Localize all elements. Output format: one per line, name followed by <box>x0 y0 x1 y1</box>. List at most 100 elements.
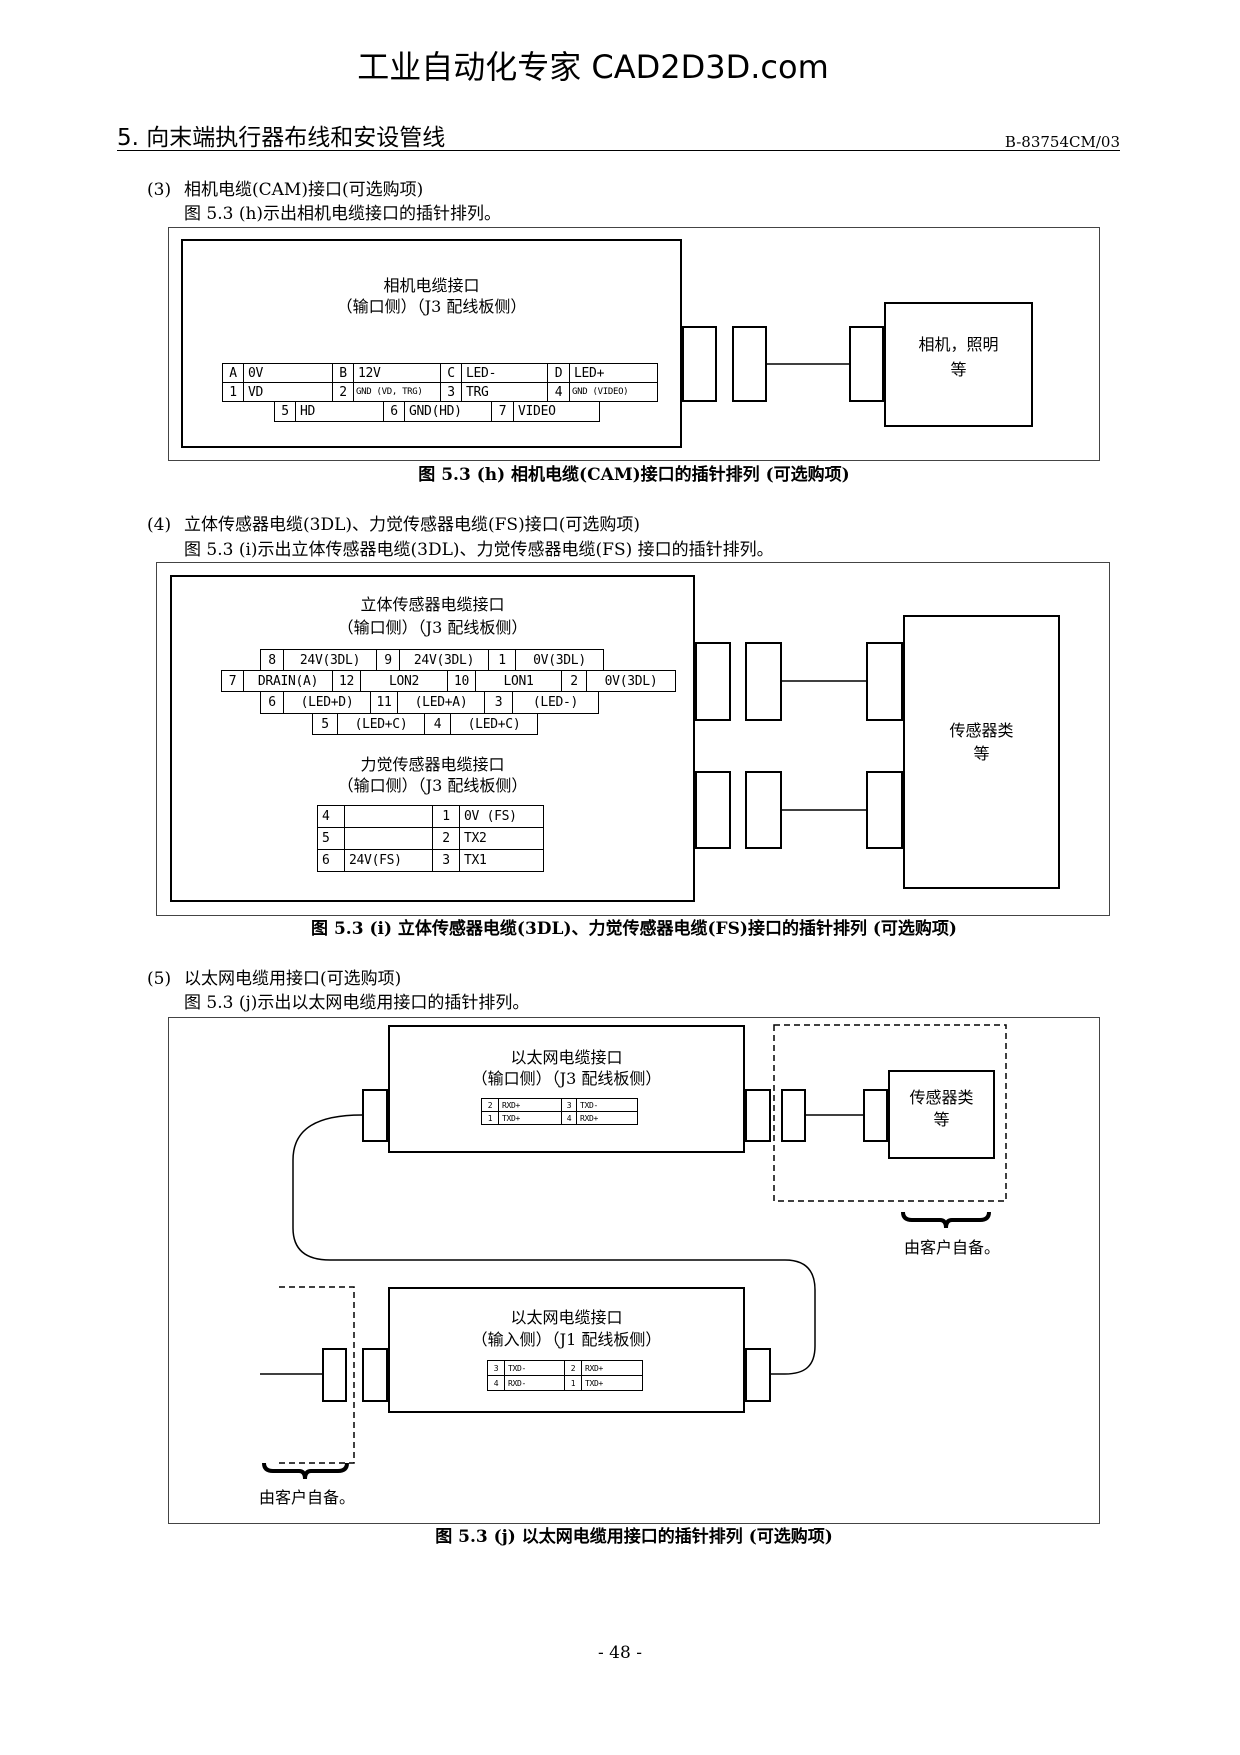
camera-device-box <box>884 302 1033 427</box>
pin-number: 1 <box>488 649 516 671</box>
pin-number: C <box>440 363 462 383</box>
device-label: 传感器类 <box>949 721 1014 740</box>
pin-number: 3 <box>484 691 513 714</box>
connector-plug <box>781 1089 806 1142</box>
pin-signal: VD <box>243 382 333 402</box>
pin-signal: 24V(3DL) <box>399 649 489 671</box>
pin-number: 2 <box>432 827 460 850</box>
pin-signal: 12V <box>353 363 441 383</box>
pin-number: 6 <box>260 691 284 714</box>
connector-plug <box>732 326 767 402</box>
pin-number: 12 <box>332 670 361 692</box>
pin-signal <box>344 805 433 828</box>
pin-row: 3 TXD- 2 RXD+ <box>487 1360 643 1376</box>
pin-signal: (LED+C) <box>337 713 425 735</box>
figure-caption: 图 5.3 (j) 以太网电缆用接口的插针排列 (可选购项) <box>435 1527 833 1547</box>
pin-number: 2 <box>332 382 354 402</box>
pin-number: 11 <box>370 691 398 714</box>
device-label: 传感器类 <box>909 1088 974 1107</box>
pin-number: 5 <box>274 401 296 422</box>
pin-number: 3 <box>432 849 460 872</box>
pin-number: 3 <box>487 1360 505 1376</box>
customer-supplied-region-right <box>773 1024 1007 1202</box>
pin-number: 6 <box>383 401 405 422</box>
customer-supplied-note: 由客户自备。 <box>903 1238 1000 1257</box>
force-connector-side: （输口侧）（J3 配线板侧） <box>337 776 528 795</box>
pin-number: 3 <box>440 382 462 402</box>
connector-plug <box>866 771 903 849</box>
document-code: B-83754CM/03 <box>1004 133 1120 151</box>
device-label-etc: 等 <box>973 744 990 763</box>
pin-signal <box>344 827 433 850</box>
item-heading: 立体传感器电缆(3DL)、力觉传感器电缆(FS)接口(可选购项) <box>184 515 640 535</box>
connector-plug <box>695 642 731 721</box>
pin-number: 10 <box>447 670 476 692</box>
pin-row: 4 RXD- 1 TXD+ <box>487 1375 643 1391</box>
item-number: (3) <box>147 180 172 200</box>
pin-row: 2 RXD+ 3 TXD- <box>481 1098 638 1112</box>
figure-frame <box>168 1017 1100 1524</box>
connector-plug <box>695 771 731 849</box>
pin-signal: 0V (FS) <box>459 805 544 828</box>
figure-caption: 图 5.3 (i) 立体传感器电缆(3DL)、力觉传感器电缆(FS)接口的插针排… <box>311 919 957 939</box>
device-label-etc: 等 <box>933 1110 950 1129</box>
page-number: - 48 - <box>598 1643 642 1663</box>
pin-signal: LED+ <box>569 363 658 383</box>
pin-number: 6 <box>317 849 345 872</box>
pin-signal: TXD+ <box>498 1111 562 1125</box>
pin-signal: HD <box>295 401 384 422</box>
item-intro: 图 5.3 (i)示出立体传感器电缆(3DL)、力觉传感器电缆(FS) 接口的插… <box>184 540 774 560</box>
brace-left <box>262 1462 349 1480</box>
pin-row: A 0V B 12V C LED- D LED+ <box>222 363 658 383</box>
pin-row: 1 TXD+ 4 RXD+ <box>481 1111 638 1125</box>
connector-side: （输口侧）（J3 配线板侧） <box>471 1069 662 1088</box>
connector-plug <box>863 1089 888 1142</box>
connector-title: 相机电缆接口 <box>383 276 480 295</box>
pin-signal: VIDEO <box>513 401 600 422</box>
stereo-connector-side: （输口侧）（J3 配线板侧） <box>337 618 528 637</box>
pin-number: 4 <box>487 1375 505 1391</box>
pin-signal: DRAIN(A) <box>243 670 333 692</box>
item-heading: 以太网电缆用接口(可选购项) <box>184 969 402 989</box>
pin-signal: TX2 <box>459 827 544 850</box>
connector-plug <box>849 326 884 402</box>
item-intro: 图 5.3 (j)示出以太网电缆用接口的插针排列。 <box>184 993 530 1013</box>
pin-signal: 0V(3DL) <box>586 670 676 692</box>
pin-number: 9 <box>376 649 400 671</box>
pin-number: 1 <box>564 1375 582 1391</box>
pin-number: 4 <box>317 805 345 828</box>
connector-title: 以太网电缆接口 <box>510 1048 623 1067</box>
pin-signal: (LED+D) <box>283 691 371 714</box>
pin-signal: RXD+ <box>498 1098 562 1112</box>
customer-supplied-note: 由客户自备。 <box>258 1488 355 1507</box>
connector-plug <box>682 326 717 402</box>
item-number: (4) <box>147 515 172 535</box>
device-label-etc: 等 <box>950 360 967 379</box>
pin-signal: GND(HD) <box>404 401 492 422</box>
pin-signal: TXD- <box>576 1098 638 1112</box>
connector-plug <box>745 1089 771 1142</box>
pin-number: B <box>332 363 354 383</box>
pin-number: 1 <box>481 1111 499 1125</box>
pin-signal: 0V <box>243 363 333 383</box>
pin-signal: TRG <box>461 382 548 402</box>
pin-signal: 0V(3DL) <box>515 649 604 671</box>
pin-signal: TXD+ <box>581 1375 643 1391</box>
ethernet-loop-cable <box>292 1114 816 1375</box>
stereo-connector-title: 立体传感器电缆接口 <box>360 595 505 614</box>
connector-plug <box>866 642 903 721</box>
pin-number: 7 <box>221 670 244 692</box>
pin-number: A <box>222 363 244 383</box>
connector-plug <box>362 1348 388 1402</box>
pin-signal: LED- <box>461 363 548 383</box>
pin-number: 5 <box>317 827 345 850</box>
pin-signal: RXD- <box>504 1375 565 1391</box>
pin-signal: TXD- <box>504 1360 565 1376</box>
item-intro: 图 5.3 (h)示出相机电缆接口的插针排列。 <box>184 204 502 224</box>
connector-plug <box>745 642 782 721</box>
pin-number: 5 <box>312 713 338 735</box>
connector-title: 以太网电缆接口 <box>510 1308 623 1327</box>
pin-signal: 24V(FS) <box>344 849 433 872</box>
